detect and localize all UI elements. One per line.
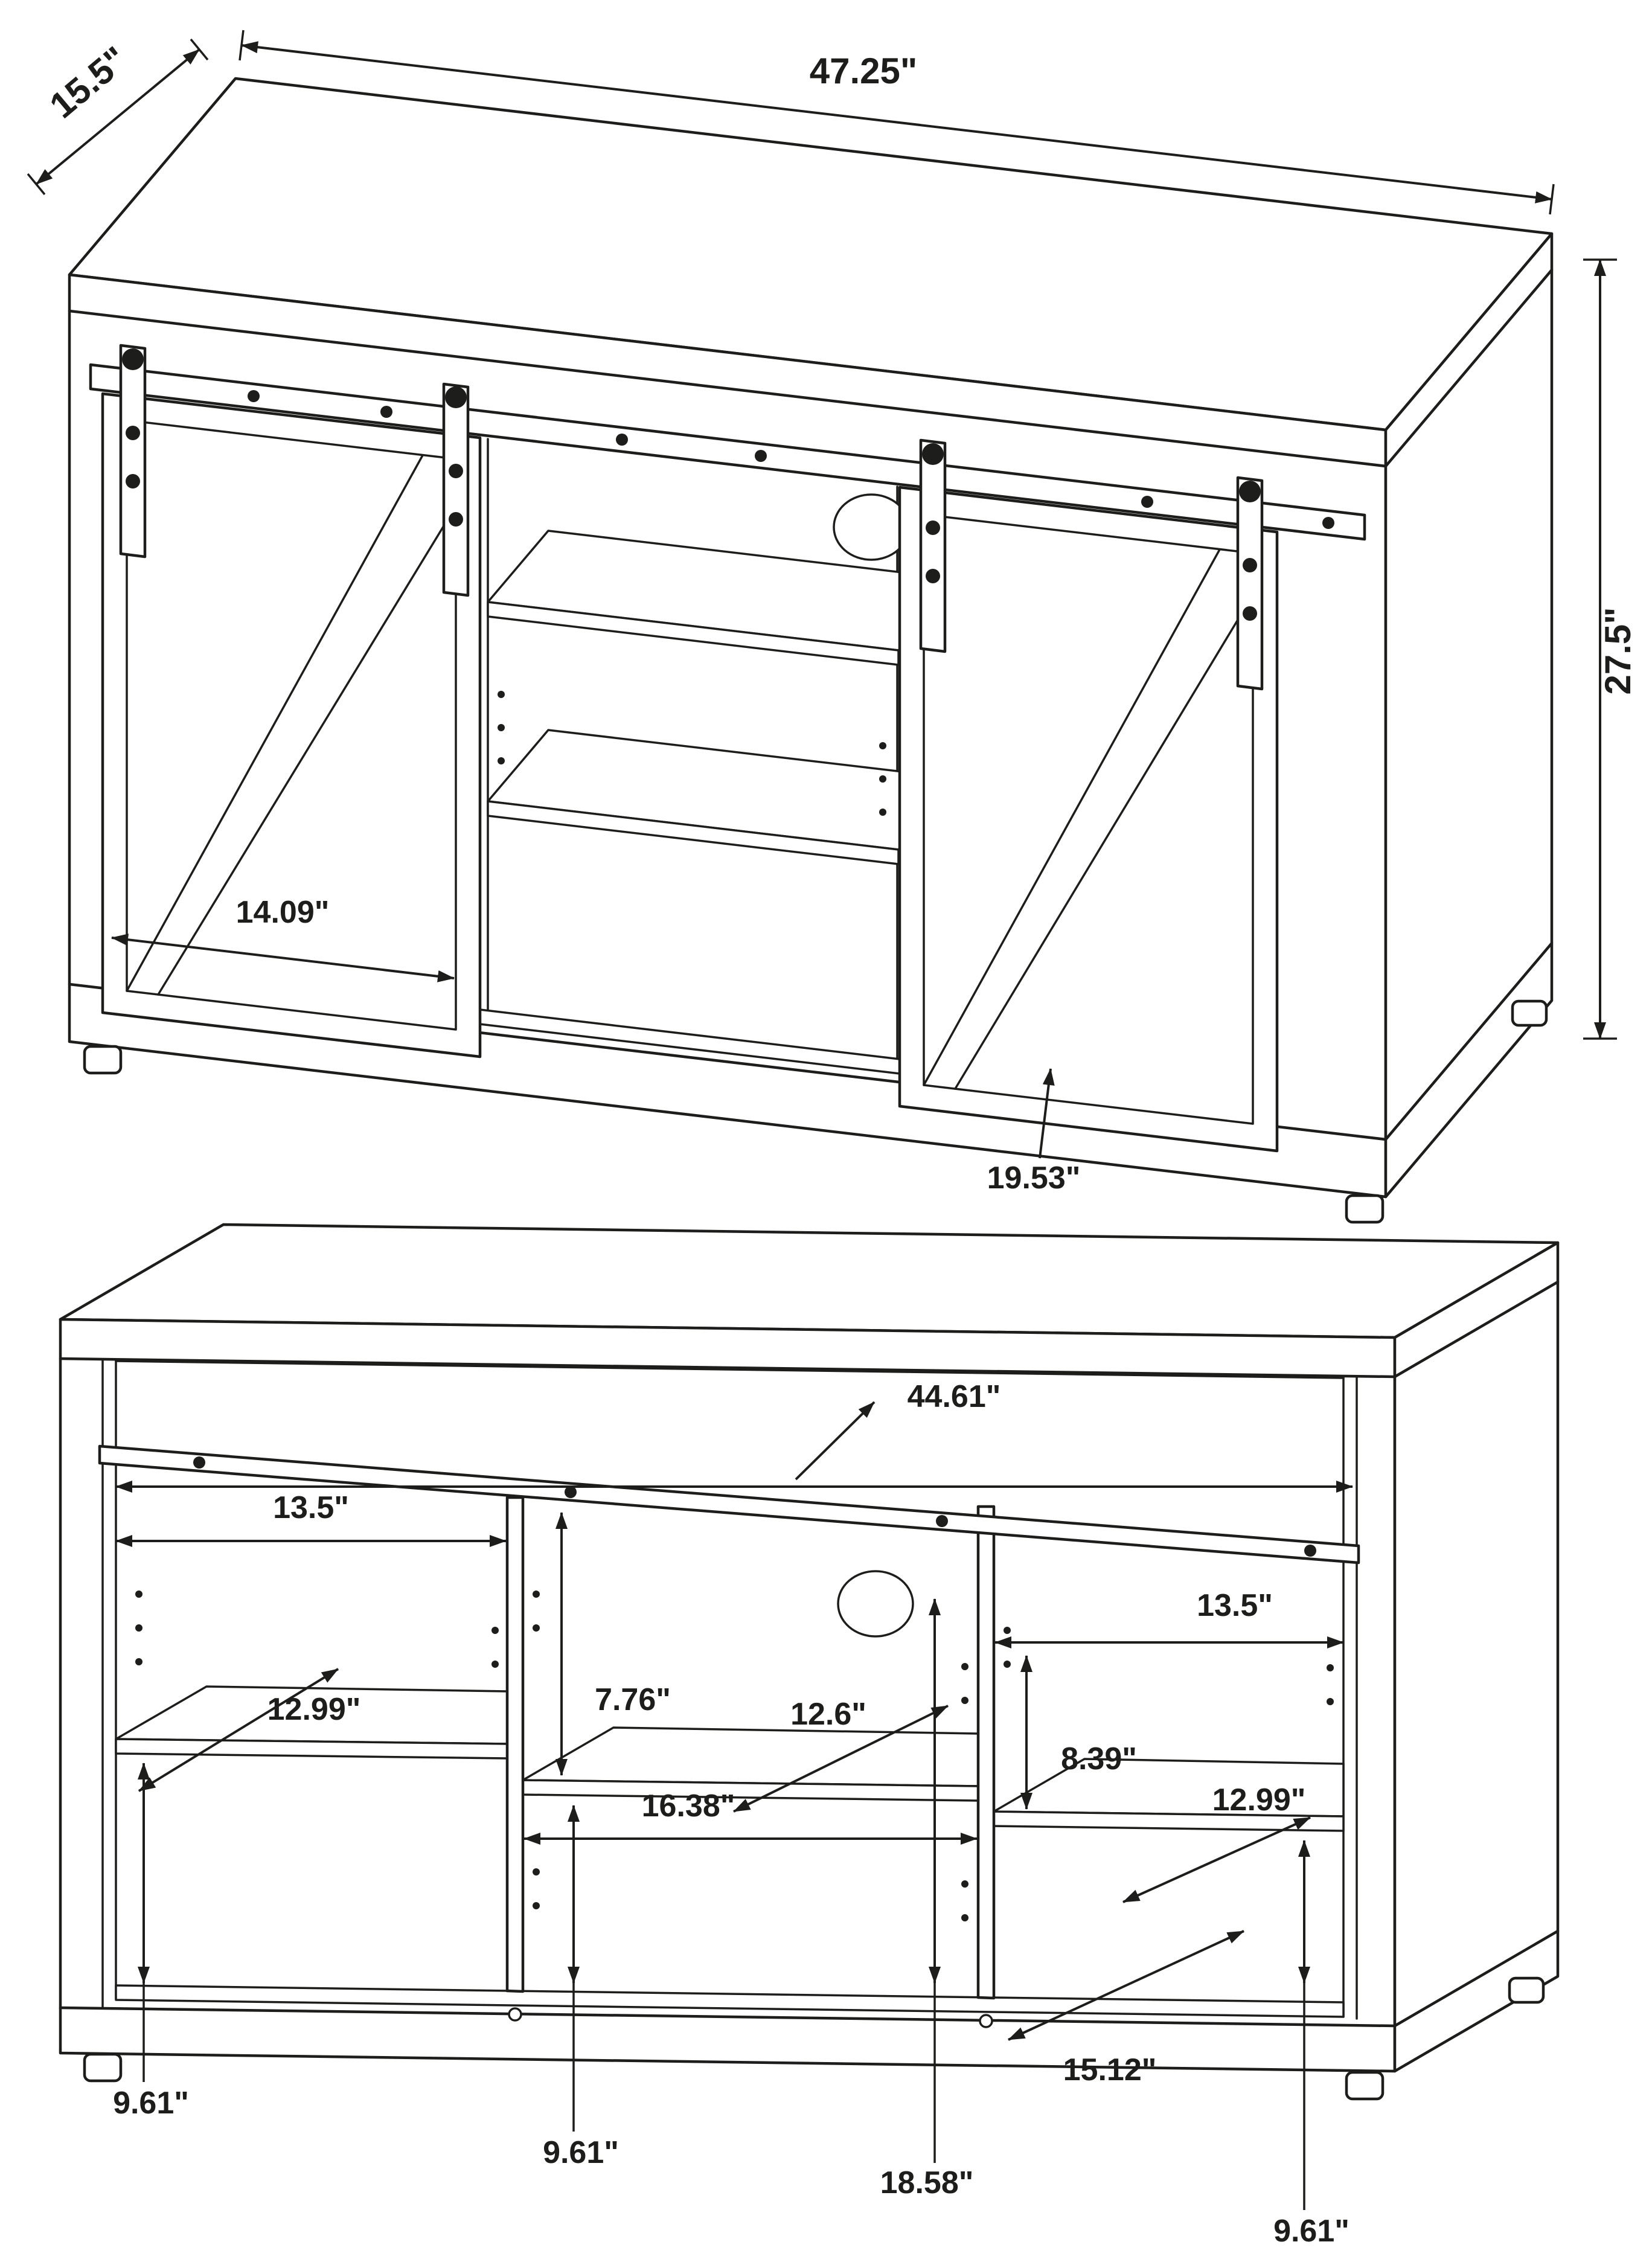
dim-overall-width-label: 47.25" [810,51,918,91]
foot [1511,999,1548,1027]
hanger-strap [919,438,947,653]
foot [83,1045,123,1075]
top-face [59,1223,1560,1339]
dim-right-shelf-depth-label: 12.99" [1212,1783,1306,1818]
cabinet-body [59,1223,1560,2073]
shelf-pin-holes [498,691,886,816]
dim-right-bottom-height: 9.61" [1273,1840,1349,2249]
dim-left-shelf-depth-line [138,1668,339,1792]
dim-left-shelf-depth: 12.99" [138,1668,361,1792]
dim-left-bottom-height: 9.61" [113,1763,189,2121]
dim-left-opening-width-label: 13.5" [273,1490,349,1525]
dim-center-opening-width: 16.38" [523,1789,978,1845]
dim-center-shelf-depth-line [733,1705,949,1813]
dim-overall-height-label: 27.5" [1598,607,1638,694]
left-door-brace-2 [157,505,457,996]
dim-door-height-leader [1039,1068,1055,1159]
dim-right-bottom-depth: 15.12" [1008,1930,1244,2087]
foot [83,2052,123,2083]
dim-center-bottom-height: 9.61" [543,1805,619,2170]
dim-right-top-clearance: 8.39" [1020,1655,1137,1810]
foot [1508,1976,1545,2004]
dim-overall-width-line [241,41,1552,203]
dim-right-opening-width-label: 13.5" [1197,1588,1273,1623]
dim-right-top-clearance-label: 8.39" [1061,1741,1137,1776]
right-face [1384,232,1554,1199]
dim-door-height: 19.53" [987,1068,1081,1196]
left-door-inner-frame [126,419,457,1031]
right-barn-door [898,485,1279,1153]
divider-foot [508,2007,522,2022]
dim-center-shelf-depth-label: 12.6" [790,1697,866,1732]
dim-right-bottom-height-label: 9.61" [1273,2214,1349,2249]
dim-right-shelf-depth: 12.99" [1122,1783,1311,1903]
dim-right-bottom-depth-line [1008,1930,1244,2041]
left-door-panel [101,392,482,1059]
dim-left-opening-width: 13.5" [115,1490,507,1547]
rail-bolts [248,390,1334,529]
rail-bar [98,1444,1360,1565]
right-door-brace [923,548,1221,1086]
dim-rail-length-label: 44.61" [908,1379,1001,1414]
dim-door-height-label: 19.53" [987,1161,1081,1196]
foot [1345,1194,1385,1224]
dim-door-width-label: 14.09" [236,895,330,930]
hanger-strap [119,344,147,559]
divider-left [505,1496,525,1993]
shelf-pin-holes [135,1590,1334,1921]
dim-overall-height: 27.5" [1583,258,1638,1040]
dim-door-width-line [111,934,455,982]
divider-foot [979,2014,993,2028]
right-door-panel [898,485,1279,1153]
right-face [1393,1241,1560,2073]
dim-overall-width: 47.25" [239,30,1555,215]
cable-hole [837,1570,914,1638]
dim-center-opening-height-label: 18.58" [880,2165,974,2200]
top-slab-side-edge [1384,268,1554,468]
hanger-bolts [126,426,1257,621]
dim-right-bottom-depth-label: 15.12" [1063,2052,1157,2087]
dim-door-width: 14.09" [111,895,455,982]
dim-center-top-clearance: 7.76" [555,1512,671,1776]
dim-left-bottom-height-label: 9.61" [113,2086,189,2121]
right-door-inner-frame [923,513,1254,1125]
dim-rail-length-leader [795,1401,876,1481]
dim-center-shelf-depth: 12.6" [733,1697,949,1813]
feet [83,1976,1545,2101]
dim-right-shelf-depth-line [1122,1816,1311,1903]
under-slab-edge [115,1360,1345,1379]
dim-left-shelf-depth-label: 12.99" [267,1692,361,1727]
plinth-side-edge [1384,941,1554,1141]
dim-center-top-clearance-label: 7.76" [595,1682,671,1717]
right-door-brace-2 [954,594,1254,1090]
door-hangers [119,344,1264,691]
top-slab-front-edge [59,1357,1397,1379]
view-with-doors: 47.25" 15.5" 27.5" 14.09" 19.53" [27,30,1638,1224]
view-open: 44.61" 13.5" 12.99" 7.76" 12.6" 13.5" 8.… [59,1223,1560,2249]
dim-overall-depth-line [35,48,200,185]
dim-rail-length: 44.61" [115,1379,1353,1493]
divider-right [976,1505,996,2000]
foot [1345,2071,1385,2101]
dim-center-opening-height: 18.58" [880,1598,974,2200]
left-barn-door [101,392,482,1059]
top-slab-front-edge [68,309,1388,468]
top-slab-side-edge [1393,1280,1560,1379]
door-rail [98,1444,1360,1565]
left-door-brace [126,454,424,992]
dim-right-opening-width: 13.5" [994,1588,1344,1648]
cable-hole [833,493,910,561]
hanger-rollers [122,348,1261,502]
plinth-side-edge [1393,1929,1560,2028]
hanger-strap [1236,476,1264,691]
hanger-strap [442,382,470,597]
feet [83,999,1548,1224]
dim-center-bottom-height-label: 9.61" [543,2135,619,2170]
dim-center-opening-width-label: 16.38" [642,1789,735,1824]
